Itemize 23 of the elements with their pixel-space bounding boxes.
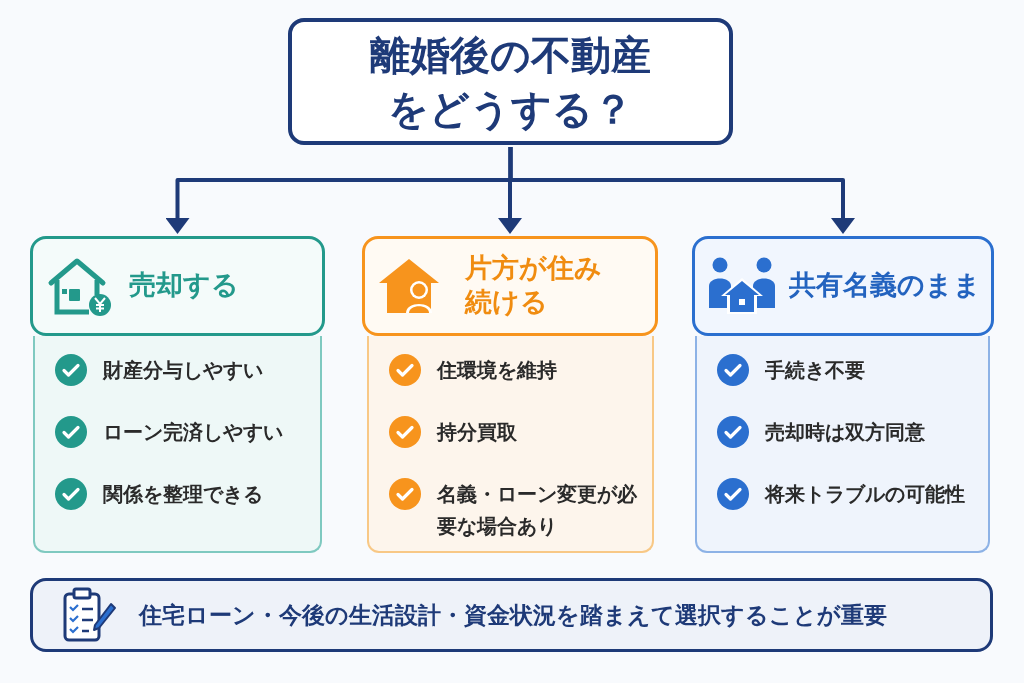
point-text: 将来トラブルの可能性 <box>765 482 965 507</box>
point-text: 住環境を維持 <box>437 358 557 383</box>
point-text: 持分買取 <box>437 420 517 445</box>
option-panel <box>33 336 322 553</box>
point-text: 関係を整理できる <box>103 482 263 507</box>
connector-arrow <box>508 147 855 234</box>
title-text: 離婚後の不動産をどうする？ <box>369 31 652 133</box>
point-text: 名義・ローン変更が必要な場合あり <box>437 482 638 539</box>
option-header <box>362 236 658 336</box>
option-panel <box>367 336 654 553</box>
option-header <box>692 236 994 336</box>
note-box <box>30 578 993 652</box>
title-box <box>288 18 733 145</box>
option-title: 共有名義のまま <box>789 269 981 303</box>
point-text: 財産分与しやすい <box>103 358 263 383</box>
option-title: 片方が住み続ける <box>465 252 603 319</box>
point-text: 売却時は双方同意 <box>765 420 925 445</box>
note-text: 住宅ローン・今後の生活設計・資金状況を踏まえて選択することが重要 <box>139 600 887 630</box>
point-text: ローン完済しやすい <box>103 420 283 445</box>
option-panel <box>695 336 990 553</box>
option-title: 売却する <box>129 269 239 303</box>
point-text: 手続き不要 <box>765 358 865 383</box>
option-header <box>30 236 325 336</box>
